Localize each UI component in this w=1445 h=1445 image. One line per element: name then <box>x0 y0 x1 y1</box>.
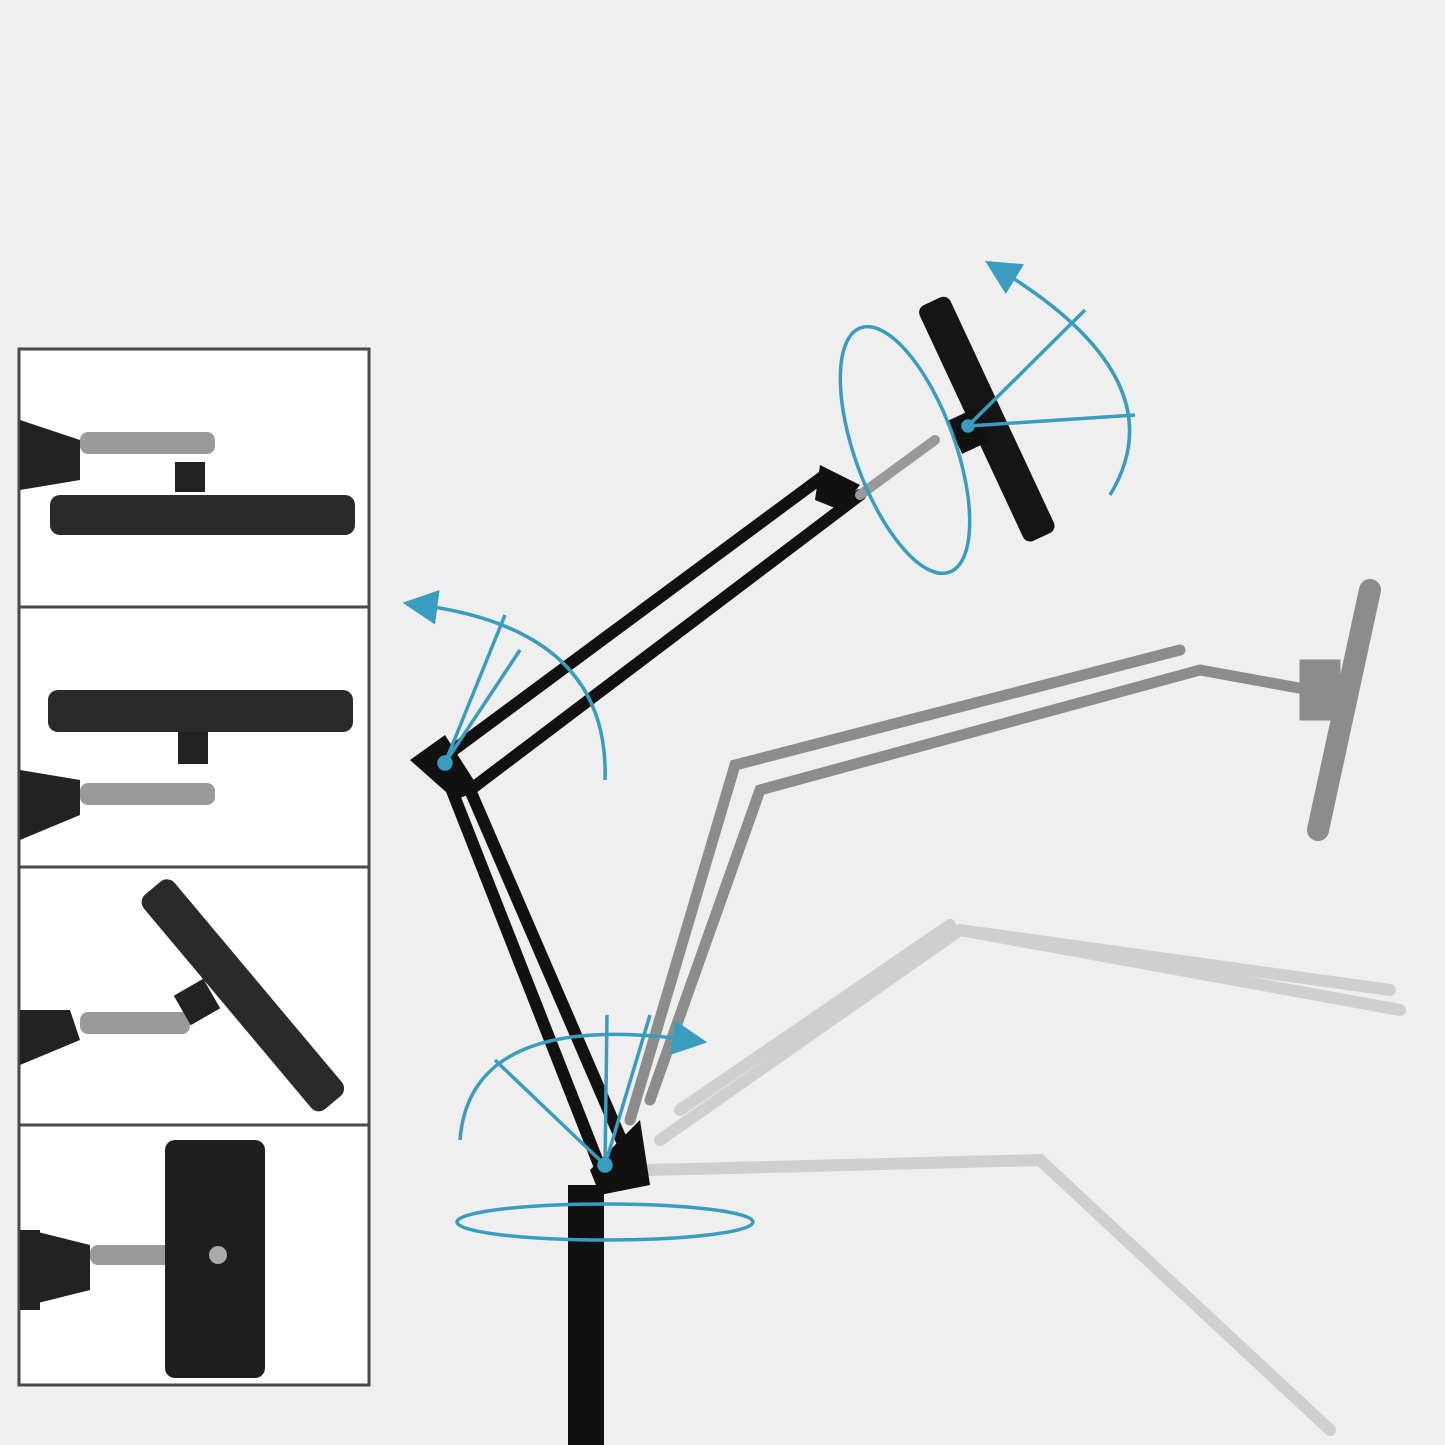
main-arm <box>410 435 940 1195</box>
panel-3 <box>20 879 345 1112</box>
panel-1 <box>20 420 355 535</box>
faded-arm-far <box>644 919 1406 1436</box>
stand-pole <box>568 1185 604 1445</box>
rotation-arrows <box>402 260 1136 1242</box>
panel-4 <box>20 1140 265 1378</box>
detail-panels <box>17 347 371 1387</box>
panel-2 <box>20 690 353 840</box>
faded-arm-mid <box>624 579 1381 1126</box>
